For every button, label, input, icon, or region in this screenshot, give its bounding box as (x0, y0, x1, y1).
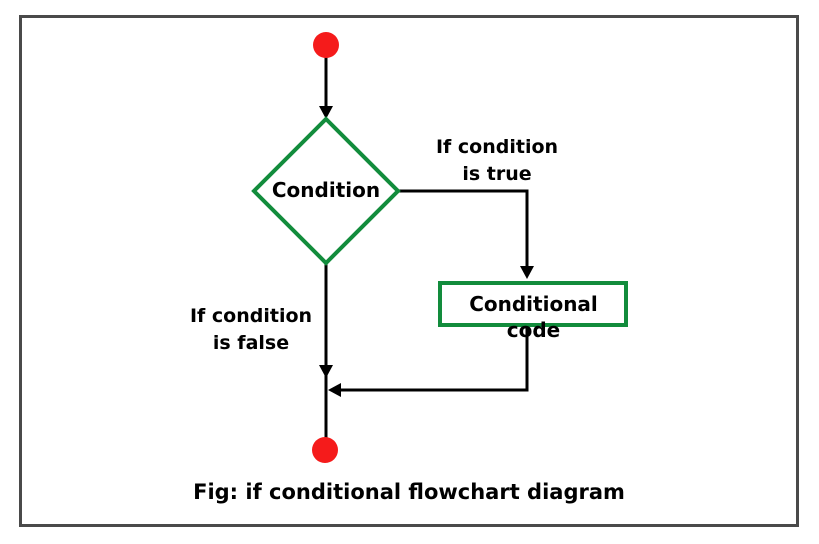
true-branch-label: If condition is true (435, 136, 559, 185)
figure-caption: Fig: if conditional flowchart diagram (193, 480, 625, 504)
condition-diamond (251, 116, 401, 266)
arrowhead-into-condition-icon (319, 106, 333, 119)
condition-diamond-label: Condition (271, 178, 381, 202)
arrowhead-false-branch-icon (319, 365, 333, 378)
connector-merge-back (340, 328, 529, 392)
conditional-code-label: Conditional code (469, 292, 598, 342)
connector-true-branch (398, 189, 529, 268)
arrowhead-into-code-box-icon (520, 266, 534, 279)
start-terminal-icon (313, 32, 339, 58)
end-terminal-icon (312, 437, 338, 463)
conditional-code-box (438, 281, 628, 327)
arrowhead-merge-left-icon (328, 383, 341, 397)
false-branch-label: If condition is false (189, 305, 313, 354)
figure-frame-border (19, 15, 799, 527)
